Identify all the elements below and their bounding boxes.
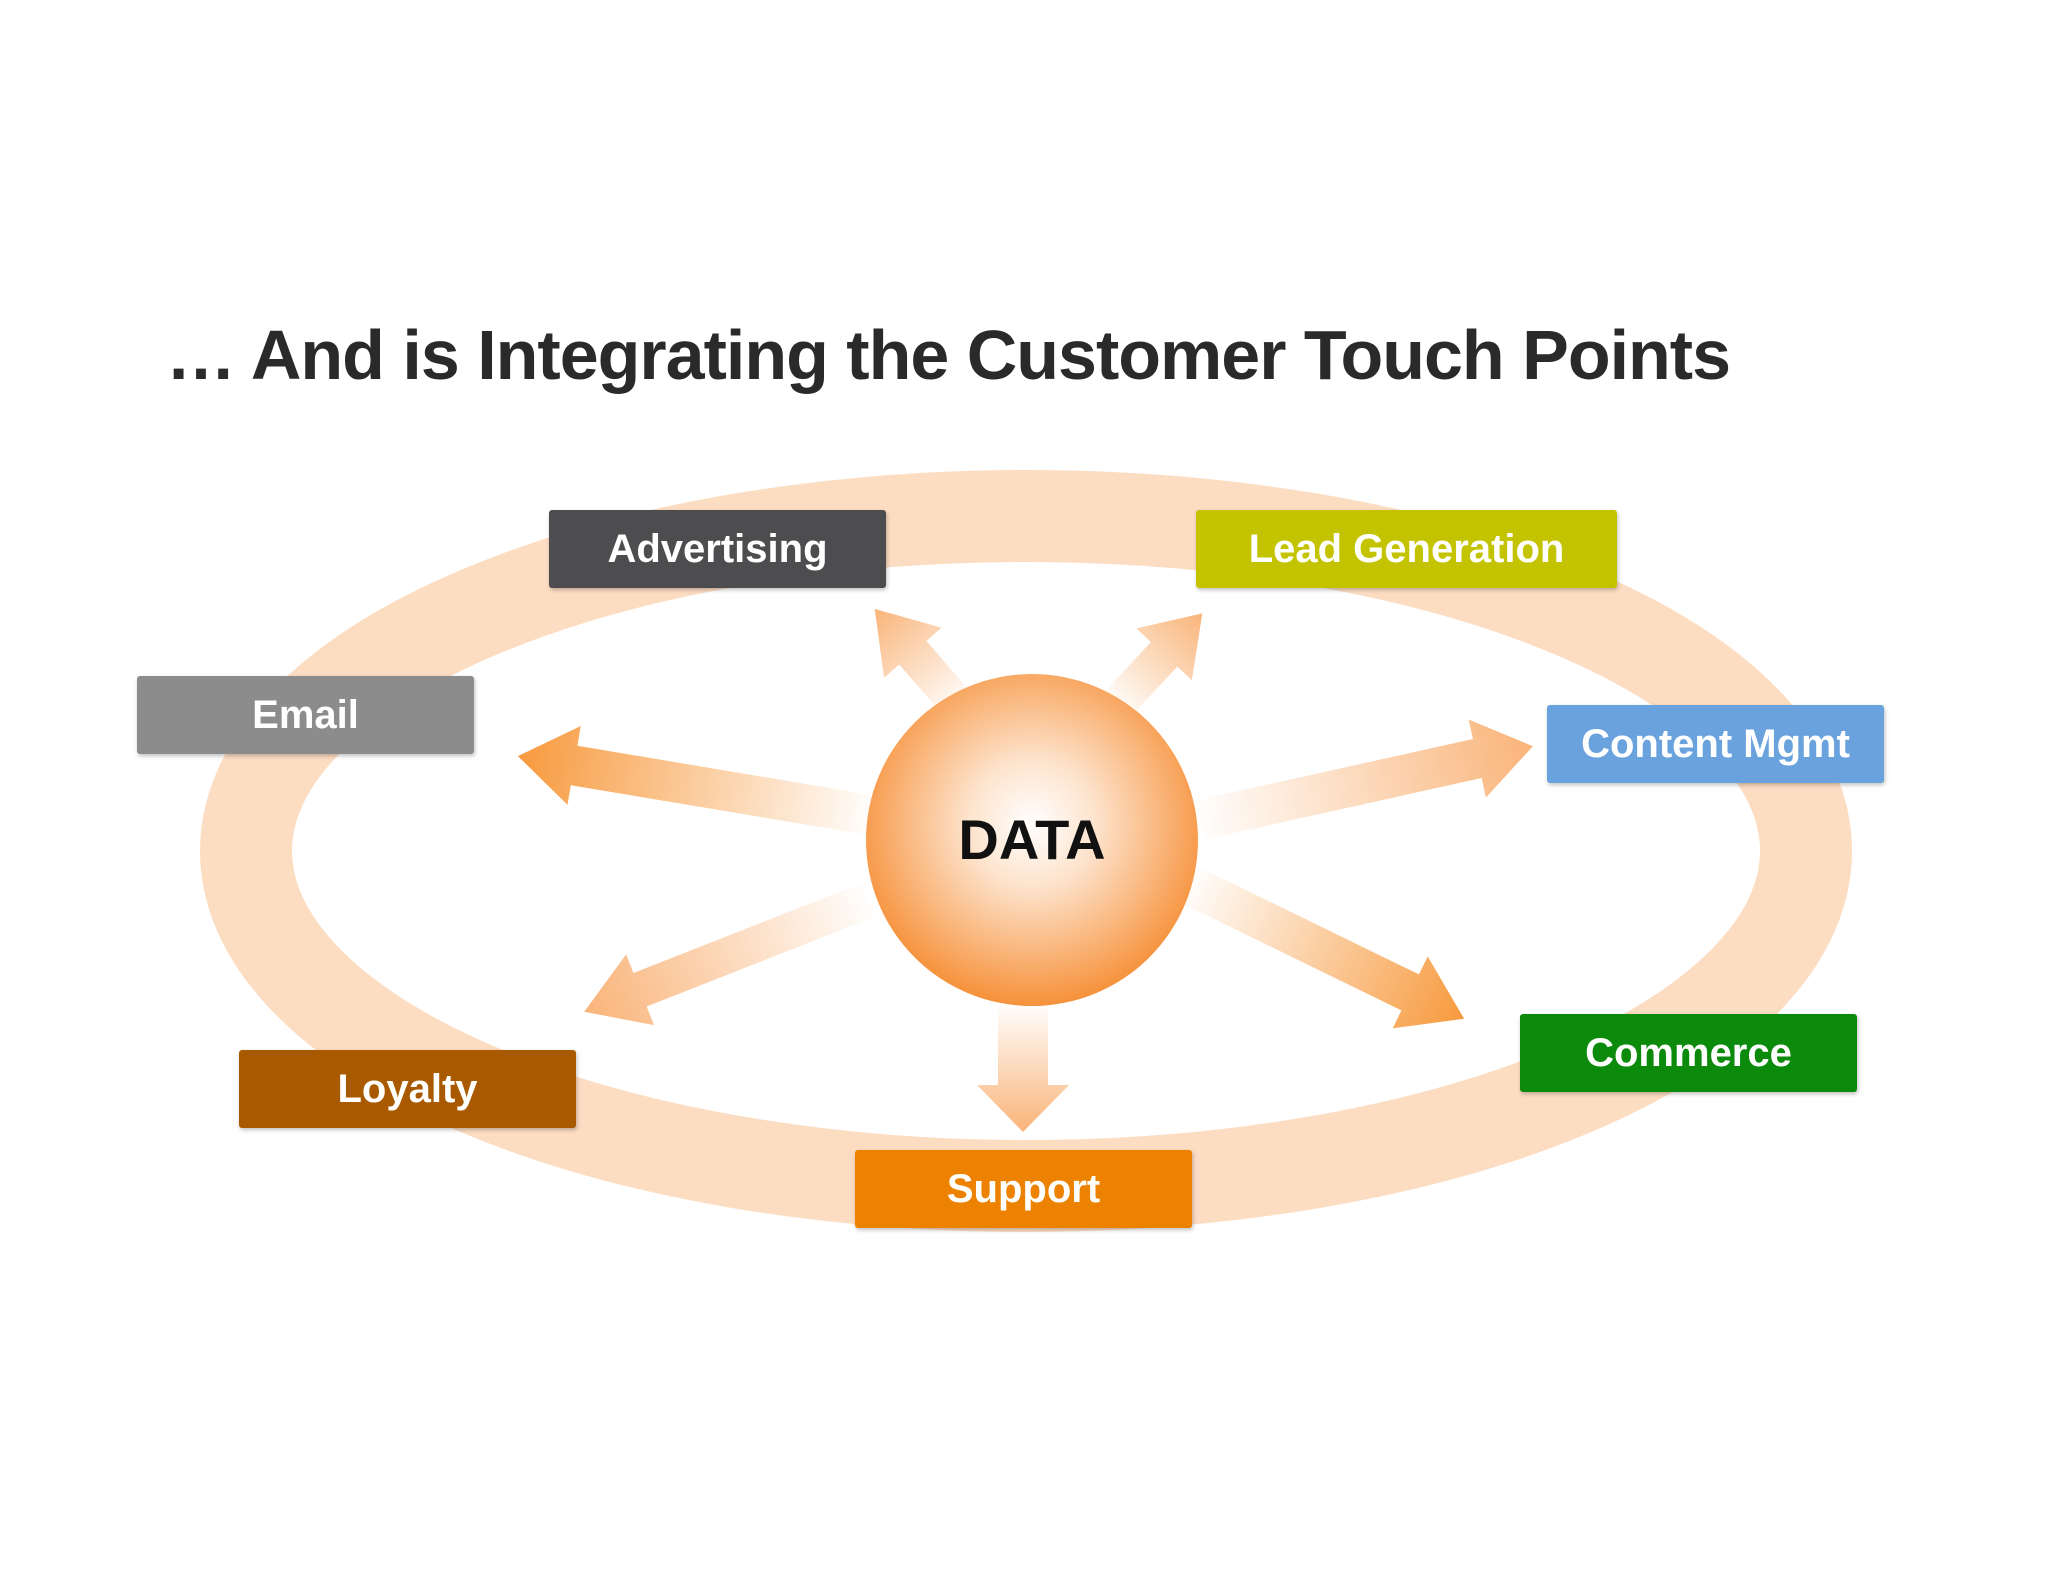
data-label: DATA xyxy=(958,807,1106,871)
touchpoint-lead-generation: Lead Generation xyxy=(1196,510,1617,588)
touchpoint-advertising: Advertising xyxy=(549,510,886,588)
arrow-to-support xyxy=(977,1005,1069,1132)
arrow-to-email xyxy=(517,726,874,835)
arrow-to-advertising xyxy=(874,608,974,719)
touchpoint-commerce: Commerce xyxy=(1520,1014,1857,1092)
touchpoint-support: Support xyxy=(855,1150,1192,1228)
arrow-to-commerce xyxy=(1181,867,1465,1029)
touchpoint-content-mgmt: Content Mgmt xyxy=(1547,705,1884,783)
arrow-to-loyalty xyxy=(584,883,875,1026)
arrow-to-content-mgmt xyxy=(1195,719,1533,840)
touchpoint-loyalty: Loyalty xyxy=(239,1050,576,1128)
slide-title: … And is Integrating the Customer Touch … xyxy=(166,316,1731,394)
data-circle xyxy=(866,674,1198,1006)
touchpoint-email: Email xyxy=(137,676,474,754)
arrow-to-lead-generation xyxy=(1101,613,1203,720)
